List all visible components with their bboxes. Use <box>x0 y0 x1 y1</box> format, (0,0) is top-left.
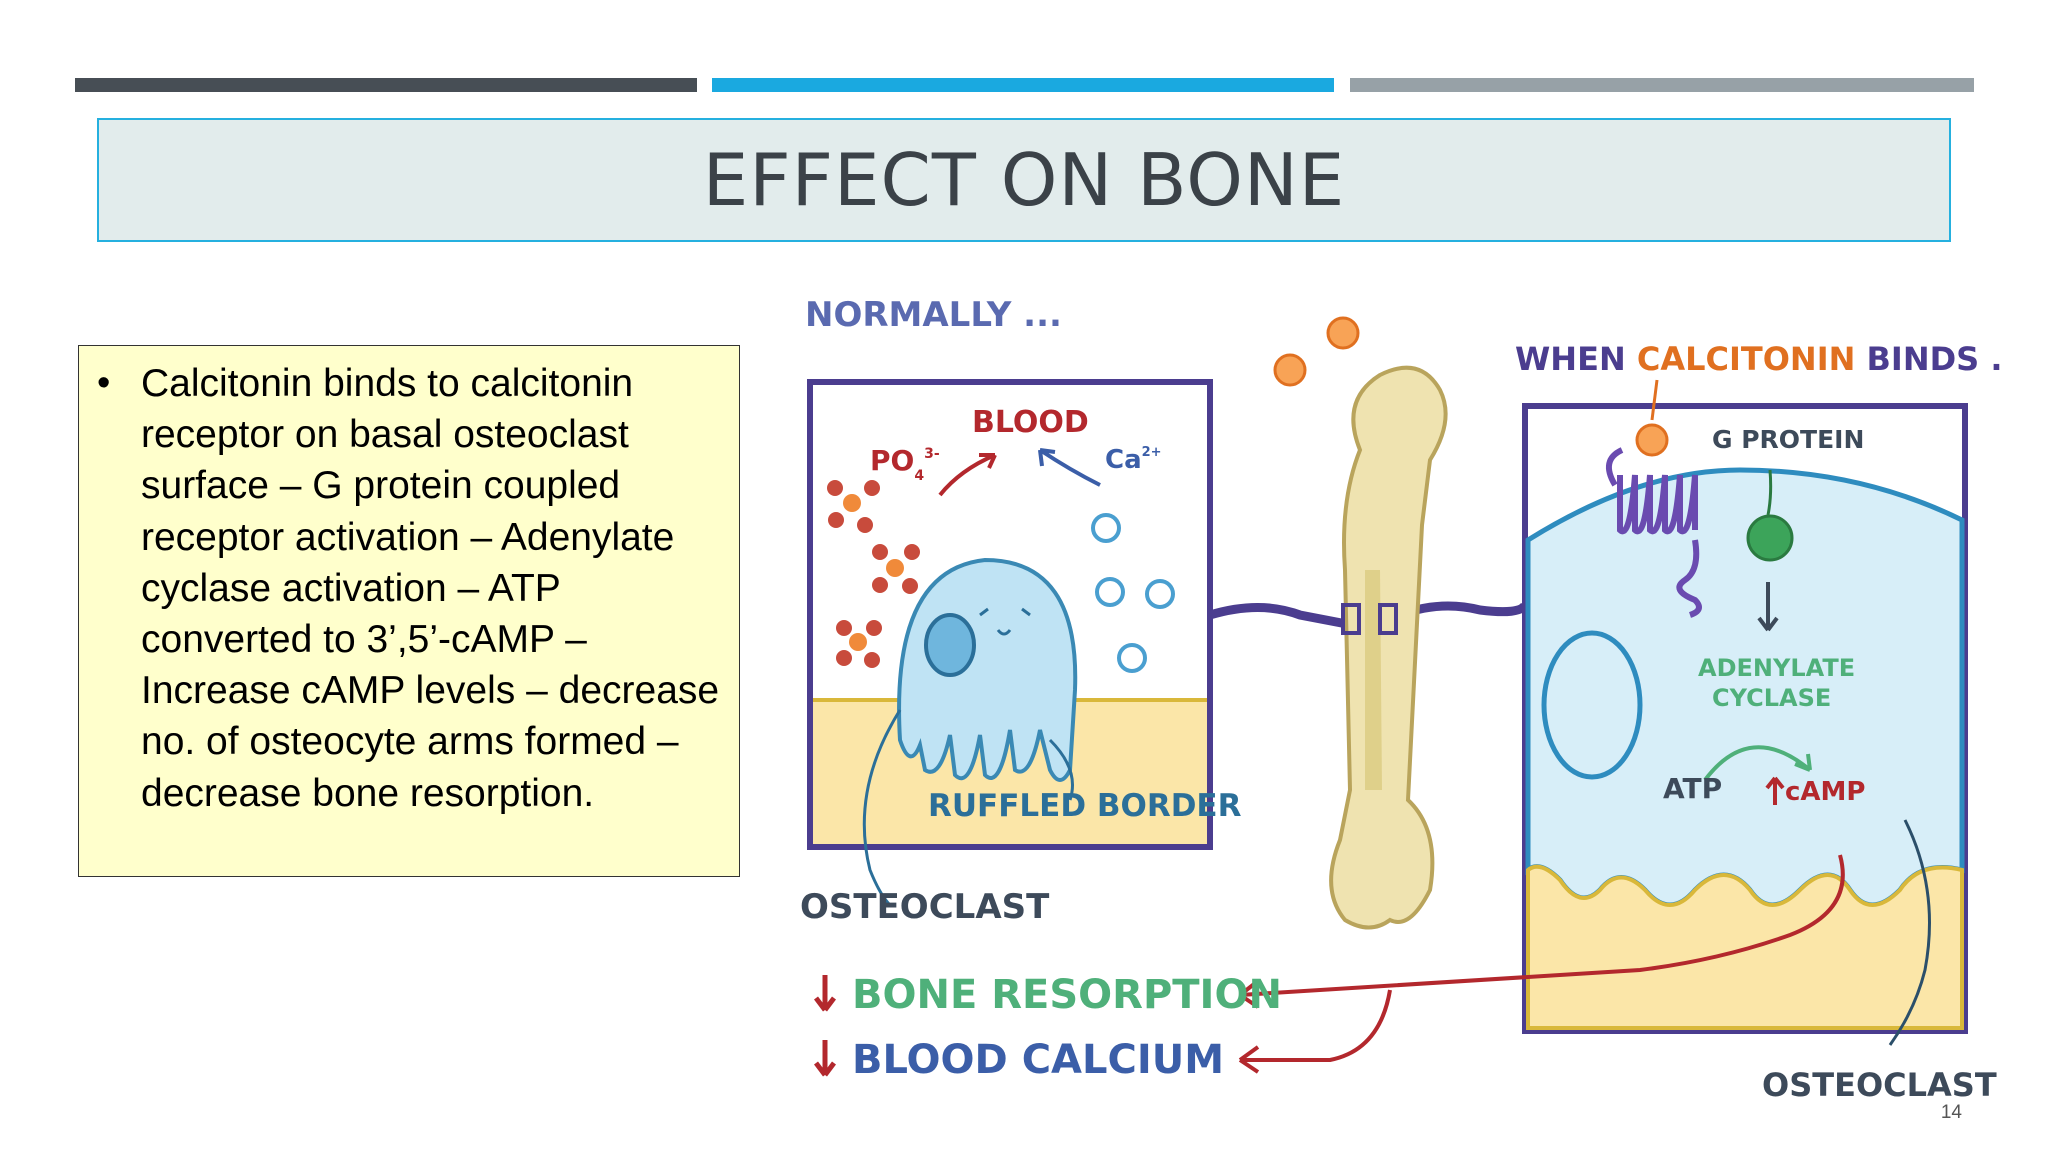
down-arrow-icon <box>1757 582 1779 632</box>
left-panel: BLOOD PO43- Ca2+ RUFFLED BORDER <box>807 379 1242 907</box>
bullet-icon: • <box>97 362 111 404</box>
calcitonin-receptor-icon <box>1605 447 1702 618</box>
result-arrow-resorption <box>1239 854 1845 997</box>
g-protein-icon <box>1746 514 1794 562</box>
ca-label: Ca2+ <box>1105 445 1162 475</box>
left-osteoclast-nucleus <box>924 613 976 677</box>
arrowhead-icon <box>1238 979 1260 1009</box>
bone-icon <box>1329 365 1448 930</box>
osteoclast-pointer-left <box>862 709 902 907</box>
right-connector <box>1398 601 1530 620</box>
calcitonin-molecule-icon <box>1273 353 1307 387</box>
bone-resorption-label: BONE RESORPTION <box>852 972 1282 1018</box>
title-box: EFFECT ON BONE <box>97 118 1951 242</box>
calcitonin-molecule-icon <box>1326 316 1360 350</box>
calcitonin-diagram: NORMALLY ... BLOOD PO43- Ca2+ RUFFLED BO… <box>800 295 2000 1104</box>
osteoclast-face-icon <box>979 607 1031 636</box>
decrease-arrow-icon <box>814 1040 836 1077</box>
blood-label: BLOOD <box>972 405 1089 440</box>
blood-calcium-label: BLOOD CALCIUM <box>852 1037 1224 1083</box>
left-connector <box>1208 603 1353 630</box>
calcium-arrow-icon <box>1038 448 1101 487</box>
po4-label: PO43- <box>870 444 940 484</box>
header-bar-dark <box>75 78 697 92</box>
conversion-arrow-icon <box>1703 745 1812 782</box>
page-number: 14 <box>1940 1102 1962 1123</box>
right-panel: G PROTEIN ADENYLATE CYCLASE ATP cAMP <box>1522 379 1968 1046</box>
cyclase-label: CYCLASE <box>1712 684 1831 712</box>
header-bar-blue <box>712 78 1334 92</box>
ruffled-border-label: RUFFLED BORDER <box>928 788 1242 824</box>
adenylate-label: ADENYLATE <box>1698 654 1855 682</box>
phosphate-molecule-icon <box>827 480 920 668</box>
g-protein-label: G PROTEIN <box>1712 425 1864 454</box>
calcium-bubbles-icon <box>1091 513 1175 673</box>
right-osteoclast-nucleus <box>1541 630 1643 780</box>
bullet-box: • Calcitonin binds to calcitonin recepto… <box>78 345 740 877</box>
left-osteoclast-cell <box>897 557 1078 782</box>
atp-label: ATP <box>1663 772 1722 805</box>
header-bar-gray <box>1350 78 1974 92</box>
osteoclast-pointer-right <box>1888 819 1931 1046</box>
slide-title: EFFECT ON BONE <box>702 138 1346 222</box>
up-arrow-icon <box>1765 776 1785 805</box>
g-protein-pointer <box>1766 469 1773 516</box>
osteoclast-left-label: OSTEOCLAST <box>800 887 1050 927</box>
decrease-arrow-icon <box>814 975 836 1012</box>
when-calcitonin-binds-label: WHEN CALCITONIN BINDS ... <box>1515 340 2000 378</box>
camp-label: cAMP <box>1785 777 1865 807</box>
bound-calcitonin-icon <box>1635 423 1669 457</box>
result-arrow-calcium <box>1240 989 1392 1062</box>
calcitonin-pointer <box>1650 379 1659 421</box>
arrowhead-icon <box>1238 1045 1260 1074</box>
ruffled-border-pointer <box>1048 738 1074 801</box>
normally-label: NORMALLY ... <box>805 295 1062 335</box>
phosphate-arrow-icon <box>938 453 997 497</box>
left-bone-floor-b <box>940 700 1207 844</box>
bullet-text: Calcitonin binds to calcitonin receptor … <box>141 362 720 815</box>
osteoclast-right-label: OSTEOCLAST <box>1762 1066 1997 1104</box>
